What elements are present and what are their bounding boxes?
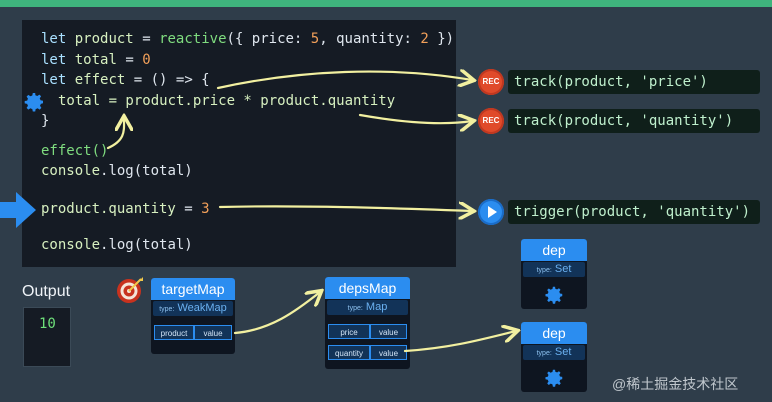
code-line-8: product.quantity = 3 <box>41 201 210 217</box>
play-icon <box>478 199 504 225</box>
track-quantity-label: track(product, 'quantity') <box>508 109 760 133</box>
depsmap-value-cell: value <box>370 324 407 339</box>
dep-title: dep <box>521 322 587 344</box>
code-panel: let product = reactive({ price: 5, quant… <box>22 20 456 267</box>
arrow-targetmap-depsmap <box>233 292 320 335</box>
rec-icon: REC <box>478 108 504 134</box>
targetmap-type: type: WeakMap <box>153 301 233 316</box>
gear-icon <box>545 286 563 304</box>
output-box <box>23 307 71 367</box>
code-line-9: console.log(total) <box>41 237 193 253</box>
arrow-trigger <box>218 206 472 211</box>
arrow-track-price <box>216 72 472 90</box>
depsmap-title: depsMap <box>325 277 410 299</box>
gear-icon <box>24 93 43 112</box>
code-line-5: } <box>41 113 50 129</box>
code-line-1: let product = reactive({ price: 5, quant… <box>41 31 455 47</box>
arrow-depsmap-dep <box>403 331 516 353</box>
dep-type: type: Set <box>523 345 585 360</box>
rec-icon: REC <box>478 69 504 95</box>
gear-icon <box>545 369 563 387</box>
targetmap-key-cell: product <box>154 325 194 340</box>
targetmap-value-cell: value <box>194 325 232 340</box>
top-accent-bar <box>0 0 772 7</box>
dep-title: dep <box>521 239 587 261</box>
output-value: 10 <box>39 316 56 332</box>
track-price-label: track(product, 'price') <box>508 70 760 94</box>
depsmap-card: depsMap type: Map price value quantity v… <box>325 277 410 369</box>
code-line-2: let total = 0 <box>41 52 151 68</box>
code-line-6: effect() <box>41 143 109 159</box>
target-icon <box>117 277 143 303</box>
targetmap-card: targetMap type: WeakMap product value <box>151 278 235 354</box>
depsmap-value-cell: value <box>370 345 407 360</box>
dep-card-quantity: dep type: Set <box>521 322 587 392</box>
code-line-3: let effect = () => { <box>41 72 210 88</box>
current-line-arrow-icon <box>0 192 36 228</box>
code-line-7: console.log(total) <box>41 163 193 179</box>
code-line-4: total = product.price * product.quantity <box>58 93 396 109</box>
output-label: Output <box>22 283 71 300</box>
dep-card-price: dep type: Set <box>521 239 587 309</box>
targetmap-title: targetMap <box>151 278 235 300</box>
depsmap-type: type: Map <box>327 300 408 315</box>
trigger-quantity-label: trigger(product, 'quantity') <box>508 200 760 224</box>
watermark: @稀土掘金技术社区 <box>612 376 739 392</box>
arrow-track-quantity <box>358 115 472 123</box>
dep-type: type: Set <box>523 262 585 277</box>
depsmap-key-cell: price <box>328 324 370 339</box>
depsmap-key-cell: quantity <box>328 345 370 360</box>
arrow-effect-call <box>106 118 124 150</box>
